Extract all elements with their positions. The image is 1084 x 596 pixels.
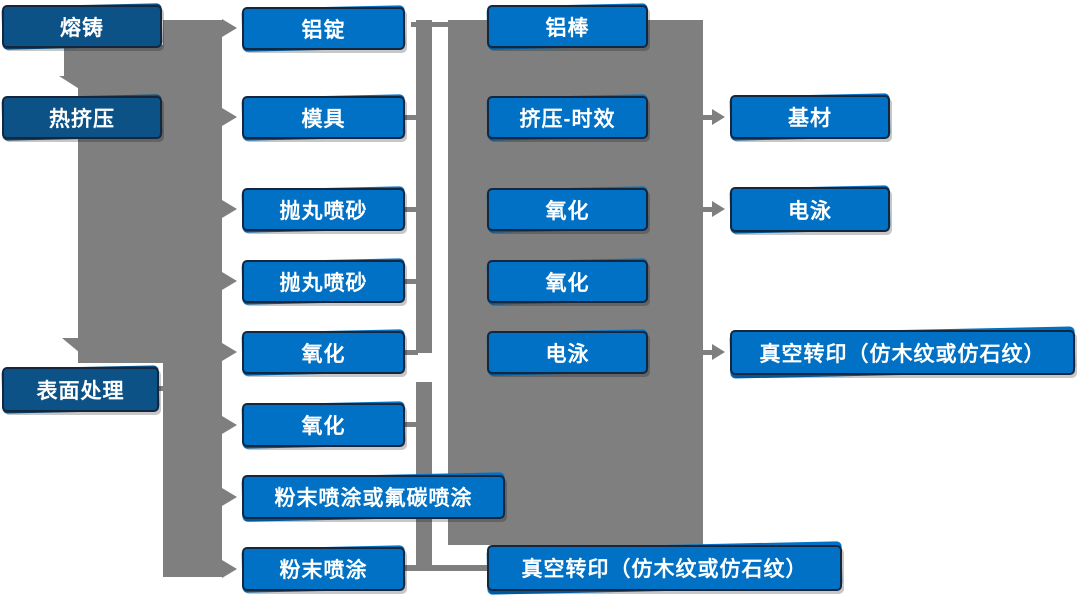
flow-node-aluminum-ingot: 铝锭 [242,7,405,50]
connector-trunk-main [163,20,222,577]
flow-node-vacuum-transfer-print-1: 真空转印（仿木纹或仿石纹） [487,545,842,591]
flow-node-oxidation-3: 氧化 [487,188,648,231]
arrowhead-to-mold-icon [222,108,237,126]
flow-node-shot-blasting-1: 抛丸喷砂 [242,188,405,231]
arrowhead-to-powder-coating-icon [222,560,237,578]
connector-link-row2 [405,115,418,120]
connector-link-row6 [405,422,418,427]
flow-node-electrophoresis-1: 电泳 [487,331,648,374]
arrowhead-to-shot-blasting-1-icon [222,200,237,218]
arrowhead-to-oxidation-1-icon [222,343,237,361]
connector-link-row5 [405,350,418,355]
flow-node-shot-blasting-2: 抛丸喷砂 [242,260,405,303]
flow-node-surface-treatment: 表面处理 [2,367,159,412]
arrow-to-electrophoresis-2-icon [712,201,725,217]
flow-node-oxidation-4: 氧化 [487,260,648,303]
connector-down-arrow-shaft [64,47,102,77]
arrowhead-to-hot-extrusion-icon [59,76,109,92]
flow-node-oxidation-1: 氧化 [242,331,405,374]
flow-node-vacuum-transfer-print-2: 真空转印（仿木纹或仿石纹） [730,330,1075,375]
arrowhead-to-oxidation-2-icon [222,416,237,434]
flow-node-electrophoresis-2: 电泳 [730,187,890,232]
flow-node-base-material: 基材 [730,95,890,139]
arrowhead-to-aluminum-ingot-icon [222,19,237,37]
arrow-to-base-material-shaft [701,114,713,120]
arrowhead-to-shot-blasting-2-icon [222,272,237,290]
flow-node-powder-coating: 粉末喷涂 [242,547,405,591]
flow-node-oxidation-2: 氧化 [242,403,405,447]
flow-node-melt-casting: 熔铸 [2,5,162,48]
connector-link-row3 [405,207,418,212]
flow-node-hot-extrusion: 热挤压 [2,96,162,139]
connector-mid-bar-upper [416,20,432,353]
connector-link-row8 [405,565,489,571]
arrow-to-base-material-icon [712,109,725,125]
connector-trunk-left [78,45,166,363]
arrow-to-vacuum-transfer-print-2-icon [712,344,725,360]
flow-node-extrusion-aging: 挤压-时效 [487,96,648,139]
arrowhead-to-powder-or-fluorocarbon-icon [222,488,237,506]
connector-link-row4 [405,279,418,284]
flow-node-powder-or-fluorocarbon-coating: 粉末喷涂或氟碳喷涂 [242,475,505,519]
arrow-to-electrophoresis-2-shaft [701,206,713,212]
arrowhead-to-surface-treatment-icon [62,338,110,358]
connector-link-row1 [411,22,448,27]
connector-link-surface-treatment [152,386,168,391]
arrow-to-vacuum-transfer-print-2-shaft [701,349,713,355]
flow-node-mold: 模具 [242,96,405,139]
flow-node-aluminum-rod: 铝棒 [487,5,648,48]
